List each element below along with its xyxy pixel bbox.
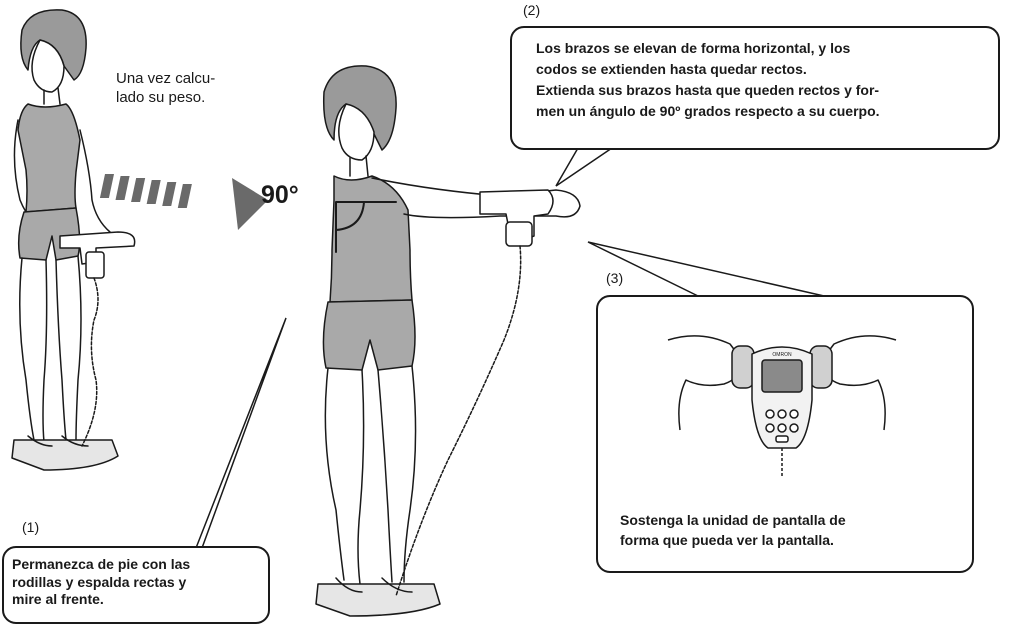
step2-line-2: codos se extienden hasta quedar rectos. [536,61,807,77]
caption-line-1: Una vez calcu- [116,70,216,87]
step2-callout-box: Los brazos se elevan de forma horizontal… [510,26,1000,150]
step1-line-1: Permanezca de pie con las [12,556,191,572]
step1-callout-box: Permanezca de pie con las rodillas y esp… [2,546,270,624]
callout-pointer-step2 [555,147,613,187]
device-brand-label: OMRON [772,352,792,358]
step2-number: (2) [523,2,541,18]
step3-line-2: forma que pueda ver la pantalla. [620,531,834,548]
callout-pointer-step1 [195,317,287,549]
weight-calculated-caption: Una vez calcu- lado su peso. [116,70,215,108]
step2-line-1: Los brazos se elevan de forma horizontal… [536,40,851,56]
step3-line-1: Sostenga la unidad de pantalla de [620,512,846,528]
step1-text: Permanezca de pie con las rodillas y esp… [12,556,190,609]
step2-line-4: men un ángulo de 90º grados respecto a s… [536,103,880,119]
progression-arrow [99,174,268,230]
handheld-display-unit [667,335,897,476]
center-measuring-figure [315,65,581,617]
step3-callout-box: Sostenga la unidad de pantalla de forma … [596,295,974,573]
step2-text: Los brazos se elevan de forma horizontal… [536,38,880,122]
caption-line-2: lado su peso. [116,88,206,106]
step1-number: (1) [22,519,40,535]
step3-number: (3) [606,270,624,286]
step2-line-3: Extienda sus brazos hasta que queden rec… [536,82,880,98]
callout-pointer-step3 [587,241,825,297]
step3-text: Sostenga la unidad de pantalla de forma … [620,511,846,550]
step1-line-3: mire al frente. [12,591,104,607]
step1-line-2: rodillas y espalda rectas y [12,573,187,590]
angle-label: 90° [261,181,299,209]
left-standing-figure [11,9,136,471]
